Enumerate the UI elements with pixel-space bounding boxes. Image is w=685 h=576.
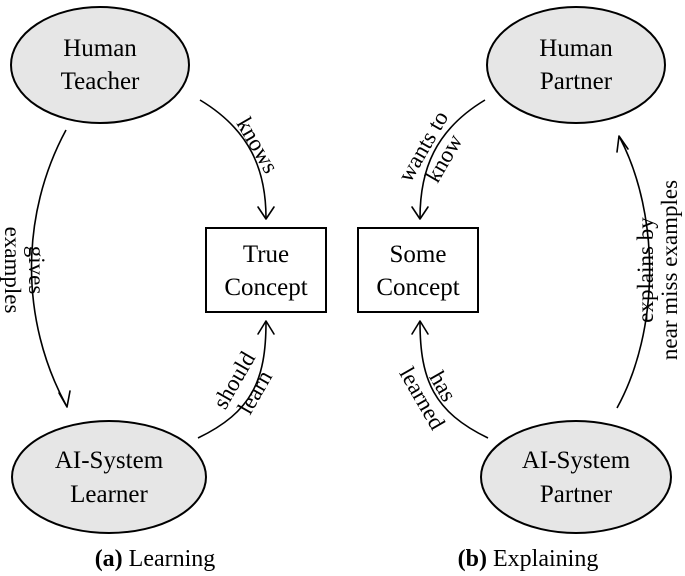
edge-should-learn: should learn xyxy=(197,320,278,439)
human-teacher-label-line1: Human xyxy=(63,35,137,62)
human-teacher-ellipse xyxy=(10,6,190,124)
explains-label-line2: near miss examples xyxy=(657,180,682,360)
has-learned-arrow xyxy=(419,321,489,439)
human-partner-ellipse xyxy=(486,6,666,124)
true-concept-label-line2: Concept xyxy=(224,274,307,301)
ai-partner-label-line2: Partner xyxy=(540,481,613,508)
gives-examples-arrow xyxy=(30,129,67,406)
explains-label: explains by near miss examples xyxy=(633,180,682,360)
true-concept-label-line1: True xyxy=(243,241,289,268)
edge-has-learned: has learned xyxy=(394,320,489,439)
knows-label: knows xyxy=(232,113,284,178)
true-concept-node: True Concept xyxy=(205,227,327,313)
true-concept-box xyxy=(205,227,327,313)
knows-arrowhead xyxy=(257,206,275,220)
edge-knows: knows xyxy=(199,99,284,220)
knows-label-text: knows xyxy=(232,113,284,178)
ai-learner-node: AI-System Learner xyxy=(11,420,207,534)
edge-gives-examples: gives examples xyxy=(0,129,71,408)
has-learned-arrowhead xyxy=(411,320,429,335)
gives-examples-label-line2: examples xyxy=(0,227,25,314)
human-partner-label-line1: Human xyxy=(539,35,613,62)
panel-b: Human Partner AI-System Partner Some Con… xyxy=(357,6,682,572)
gives-examples-arrowhead xyxy=(58,390,71,408)
caption-b-text: Explaining xyxy=(493,546,598,572)
gives-examples-label: gives examples xyxy=(0,227,49,314)
some-concept-box xyxy=(357,227,479,313)
human-teacher-node: Human Teacher xyxy=(10,6,190,124)
some-concept-label-line2: Concept xyxy=(376,274,459,301)
ai-partner-label-line1: AI-System xyxy=(522,447,631,474)
edge-wants-to-know: wants to know xyxy=(393,99,486,220)
should-learn-arrowhead xyxy=(257,320,275,335)
some-concept-node: Some Concept xyxy=(357,227,479,313)
explains-arrow xyxy=(616,137,651,409)
edge-explains: explains by near miss examples xyxy=(616,135,682,409)
ai-partner-ellipse xyxy=(480,420,672,534)
panel-a: Human Teacher AI-System Learner True Con… xyxy=(0,6,327,572)
human-partner-label-line2: Partner xyxy=(540,68,613,95)
human-partner-node: Human Partner xyxy=(486,6,666,124)
gives-examples-label-line1: gives xyxy=(24,246,49,295)
wants-to-know-arrowhead xyxy=(411,206,429,220)
caption-b: (b)Explaining xyxy=(458,546,599,572)
ai-learner-label-line1: AI-System xyxy=(55,447,164,474)
wants-to-know-arrow xyxy=(419,99,486,219)
knows-arrow xyxy=(199,99,267,219)
human-teacher-label-line2: Teacher xyxy=(61,68,140,95)
caption-a: (a)Learning xyxy=(95,546,216,572)
explains-arrowhead xyxy=(616,135,629,153)
caption-a-text: Learning xyxy=(129,546,216,572)
ai-learner-ellipse xyxy=(11,420,207,534)
caption-b-letter: (b) xyxy=(458,546,487,572)
should-learn-arrow xyxy=(197,321,267,439)
caption-a-letter: (a) xyxy=(95,546,123,572)
ai-learner-label-line2: Learner xyxy=(70,481,148,508)
should-learn-label: should learn xyxy=(208,347,278,418)
explains-label-line1: explains by xyxy=(633,217,658,323)
wants-to-know-label: wants to know xyxy=(393,107,468,187)
ai-partner-node: AI-System Partner xyxy=(480,420,672,534)
some-concept-label-line1: Some xyxy=(390,241,447,268)
